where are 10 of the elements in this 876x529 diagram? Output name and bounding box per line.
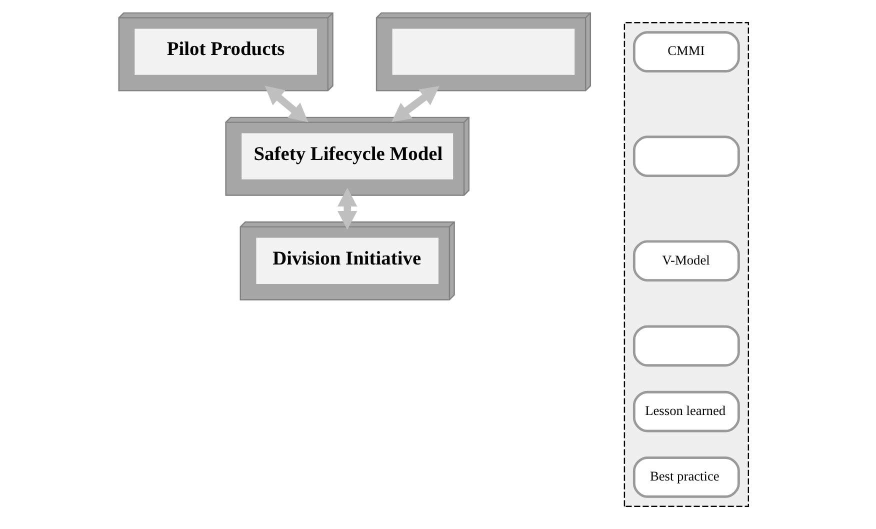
node-box: Lesson learned bbox=[632, 390, 740, 432]
node-box: Best practice bbox=[632, 456, 740, 498]
node-box: CMMI bbox=[632, 31, 740, 72]
node-box bbox=[632, 325, 740, 367]
cluster bbox=[623, 22, 749, 507]
node-box: V-Model bbox=[632, 240, 740, 282]
node-box bbox=[632, 136, 740, 177]
arrow bbox=[391, 86, 439, 122]
arrow bbox=[336, 188, 357, 230]
arrow bbox=[264, 86, 308, 122]
